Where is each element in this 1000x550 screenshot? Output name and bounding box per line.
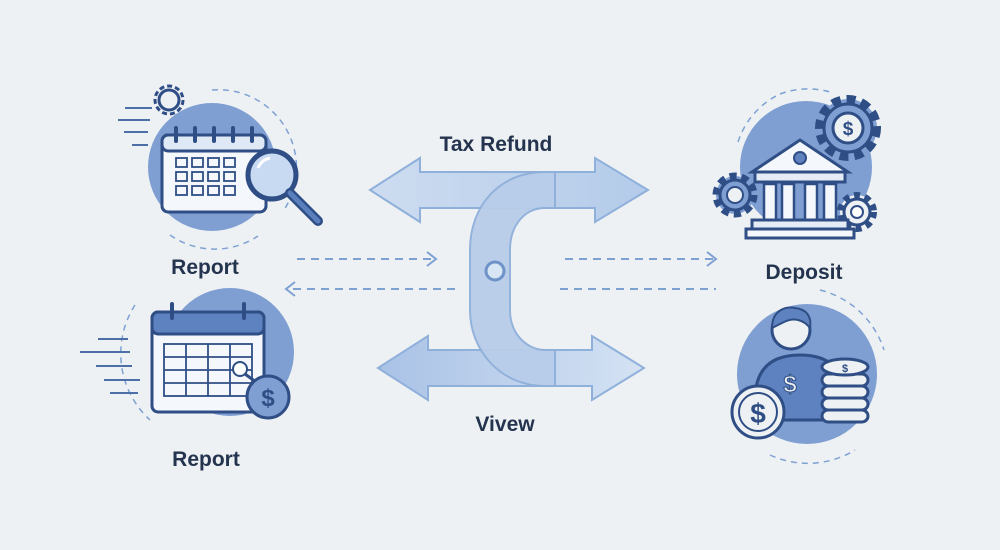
bank-gears-icon: $ bbox=[712, 88, 881, 240]
curved-connector bbox=[469, 171, 556, 387]
small-gear-icon bbox=[153, 84, 185, 116]
dashed-flow-lines bbox=[284, 251, 718, 297]
curved-arrows-icon bbox=[368, 156, 650, 402]
label-report-bottom: Report bbox=[172, 448, 240, 471]
gear-icon bbox=[837, 192, 877, 232]
label-view: Vivew bbox=[475, 413, 535, 436]
label-tax-refund: Tax Refund bbox=[439, 133, 553, 156]
svg-text:$: $ bbox=[783, 371, 797, 398]
dollar-gear-icon: $ bbox=[815, 95, 881, 161]
svg-text:$: $ bbox=[750, 398, 766, 429]
label-deposit: Deposit bbox=[765, 261, 843, 284]
bank-icon bbox=[744, 138, 856, 240]
gear-icon bbox=[712, 172, 758, 218]
label-report-top: Report bbox=[171, 256, 239, 279]
svg-text:$: $ bbox=[842, 363, 848, 375]
calendar-dollar-icon: $ bbox=[80, 288, 294, 421]
flow-arrowhead-left-forward bbox=[426, 251, 438, 267]
calendar-magnifier-icon bbox=[118, 84, 323, 250]
connector-node bbox=[484, 260, 506, 282]
person-coins-icon: $ $ $ bbox=[730, 289, 885, 465]
dollar-coin-icon: $ bbox=[730, 384, 786, 440]
svg-text:$: $ bbox=[261, 385, 275, 412]
svg-text:$: $ bbox=[843, 119, 854, 140]
flow-arrowhead-left-back bbox=[284, 281, 296, 297]
flow-arrowhead-right-forward bbox=[706, 251, 718, 267]
coin-stack-icon: $ bbox=[820, 357, 870, 424]
